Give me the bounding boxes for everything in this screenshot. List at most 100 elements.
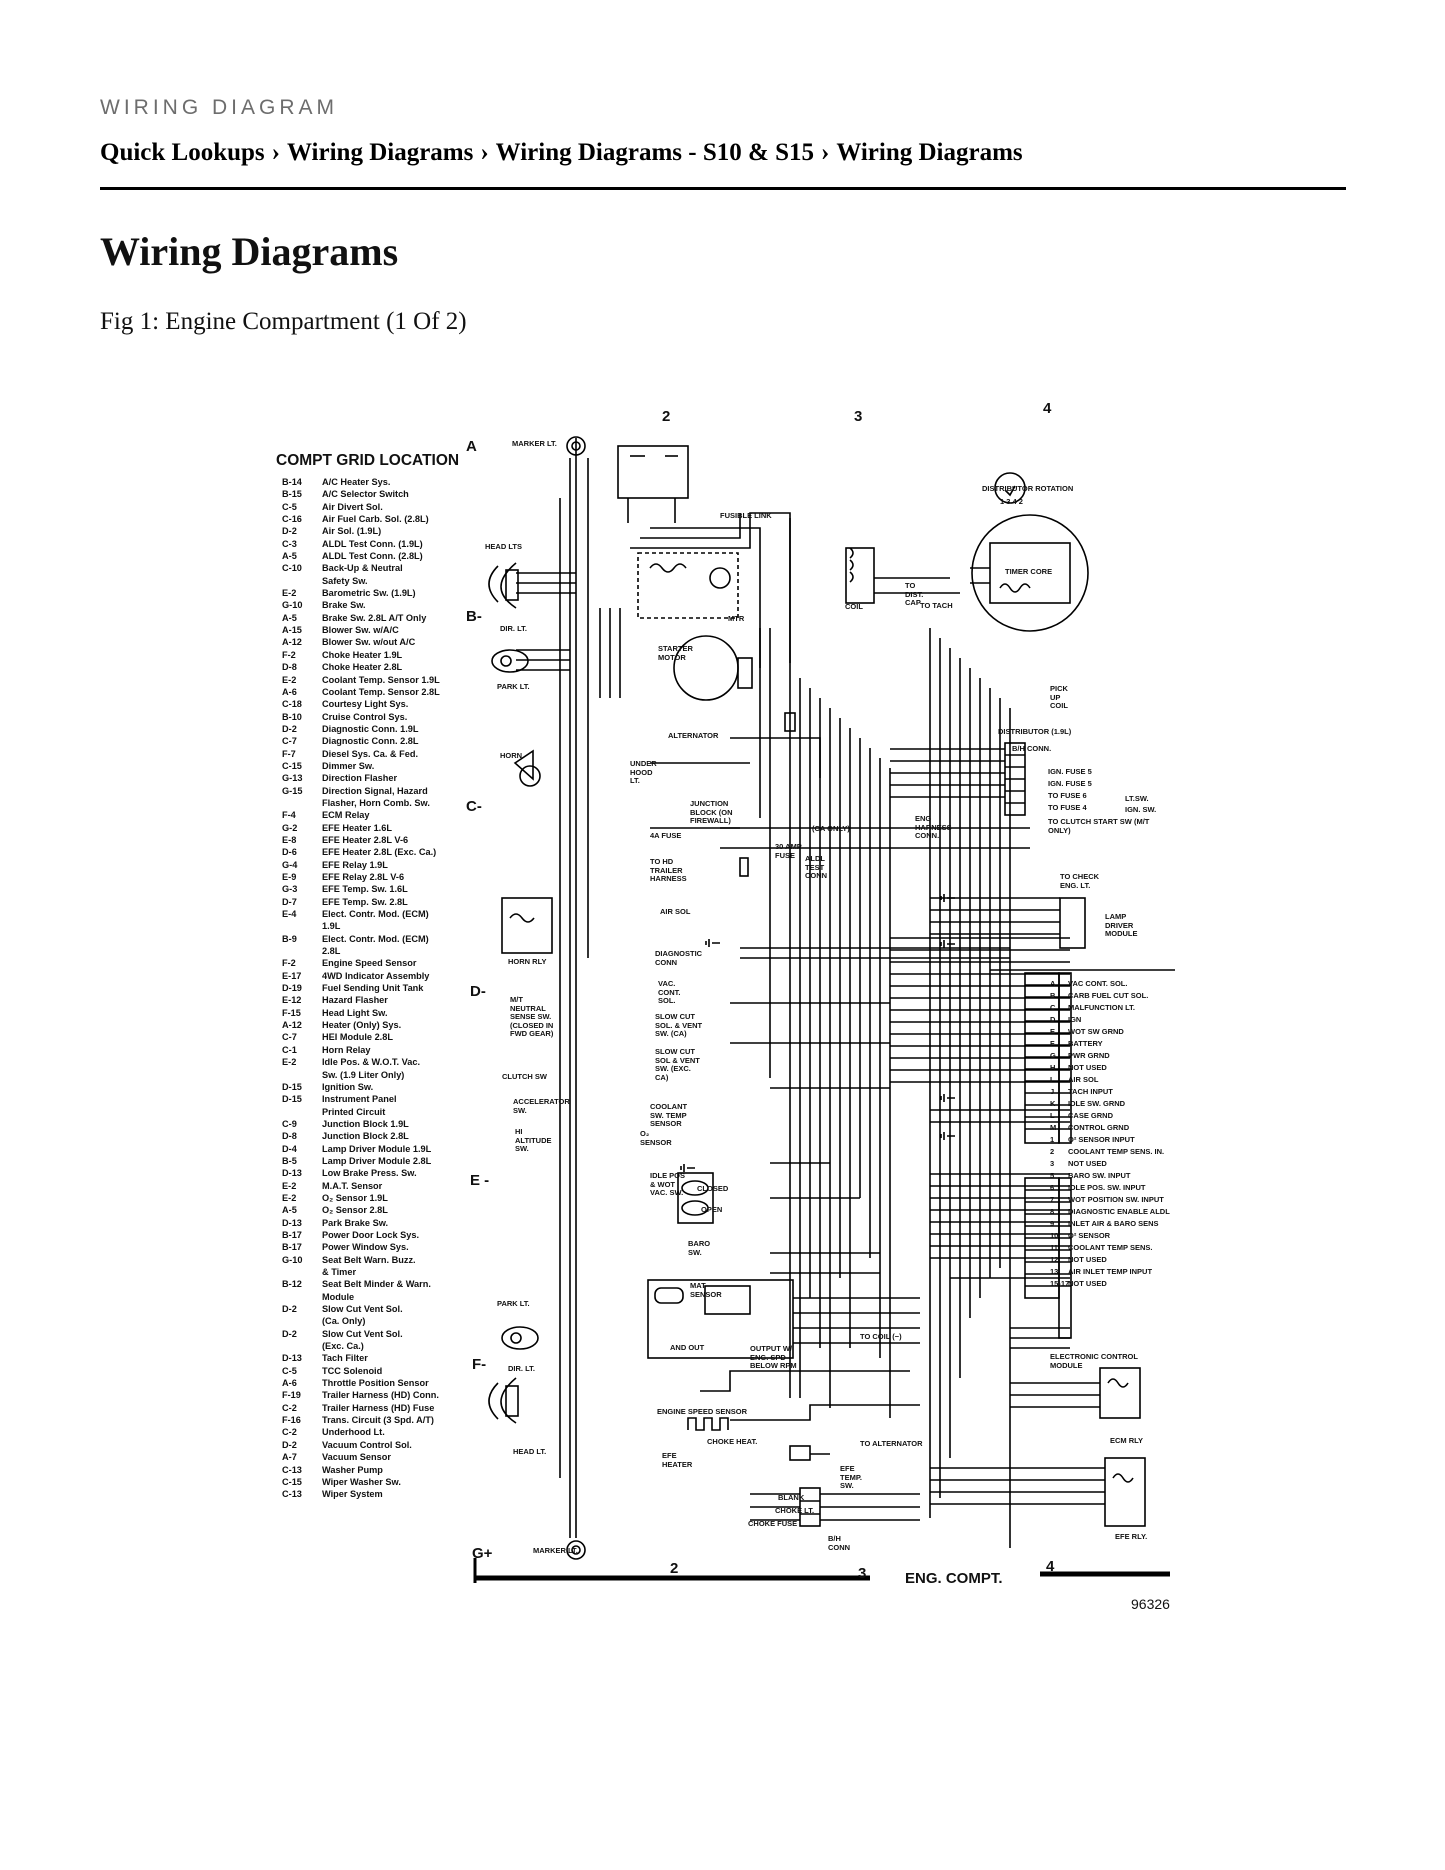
ecm-pin-label: NOT USED bbox=[1068, 1255, 1107, 1264]
label-bh-conn-right: B/H CONN. bbox=[1012, 744, 1052, 753]
grid-location-desc: 1.9L bbox=[322, 921, 341, 932]
bh-conn-bottom bbox=[750, 1487, 920, 1527]
grid-location-code bbox=[282, 945, 322, 957]
label-park-lt-bottom: PARK LT. bbox=[497, 1299, 530, 1308]
grid-location-code: E-9 bbox=[282, 872, 297, 882]
grid-location-desc: Cruise Control Sys. bbox=[322, 711, 408, 722]
label-horn: HORN bbox=[500, 751, 523, 760]
grid-location-code: B-10 bbox=[282, 711, 302, 722]
grid-location-desc: Elect. Contr. Mod. (ECM) bbox=[322, 909, 429, 920]
label-to-alternator: TO ALTERNATOR bbox=[860, 1439, 923, 1448]
grid-location-desc: Instrument Panel bbox=[322, 1094, 397, 1105]
grid-location-desc: Diagnostic Conn. 1.9L bbox=[322, 723, 419, 734]
grid-location-desc: Tach Filter bbox=[322, 1353, 368, 1364]
grid-location-code bbox=[282, 1340, 322, 1352]
ecm-traces bbox=[720, 827, 1070, 1349]
grid-location-desc: Trailer Harness (HD) Conn. bbox=[322, 1390, 439, 1401]
grid-location-code: F-2 bbox=[282, 649, 296, 660]
grid-location-code bbox=[282, 575, 322, 587]
grid-location-desc: O₂ Sensor 1.9L bbox=[322, 1192, 388, 1203]
breadcrumb-wiring-diagrams[interactable]: Wiring Diagrams bbox=[287, 139, 474, 166]
bh-conn-right bbox=[890, 742, 1026, 816]
grid-location-code: B-15 bbox=[282, 489, 302, 500]
grid-location-code: C-3 bbox=[282, 538, 297, 549]
grid-location-desc: Power Door Lock Sys. bbox=[322, 1229, 420, 1240]
ecm-pin-id: K bbox=[1050, 1099, 1056, 1108]
grid-location-desc: ECM Relay bbox=[322, 810, 370, 821]
grid-location-code: C-16 bbox=[282, 514, 302, 525]
label-efe-heater: EFE HEATER bbox=[662, 1451, 693, 1469]
grid-location-row: Flasher, Horn Comb. Sw. bbox=[282, 797, 472, 809]
grid-location-code: A-5 bbox=[282, 551, 297, 562]
grid-location-code: E-2 bbox=[282, 1180, 297, 1191]
grid-location-desc: (Ca. Only) bbox=[322, 1316, 366, 1327]
grid-location-code: A-7 bbox=[282, 1452, 297, 1463]
grid-location-desc: TCC Solenoid bbox=[322, 1365, 383, 1376]
left-harness bbox=[516, 438, 621, 1538]
ecm-pin-id: 11 bbox=[1050, 1243, 1058, 1252]
ecm-pin-id: D bbox=[1050, 1015, 1056, 1024]
grid-location-code: C-18 bbox=[282, 699, 302, 710]
grid-location-code: E-2 bbox=[282, 1057, 297, 1068]
label-mtr: MTR bbox=[728, 614, 745, 623]
grid-location-desc: EFE Heater 2.8L V-6 bbox=[322, 834, 409, 845]
breadcrumb-quick-lookups[interactable]: Quick Lookups bbox=[100, 139, 265, 166]
grid-location-code: G-2 bbox=[282, 822, 298, 833]
ecm-pin-id: 2 bbox=[1050, 1147, 1055, 1156]
grid-location-code: C-7 bbox=[282, 1032, 297, 1043]
ecm-pin-label: O² SENSOR INPUT bbox=[1068, 1135, 1135, 1144]
label-to-fuse-6: TO FUSE 6 bbox=[1048, 791, 1087, 800]
label-dir-lt-top: DIR. LT. bbox=[500, 624, 527, 633]
label-junction-block: JUNCTION BLOCK (ON FIREWALL) bbox=[690, 799, 733, 825]
ecm-pin-id: L bbox=[1050, 1111, 1055, 1120]
grid-location-code: F-7 bbox=[282, 748, 296, 759]
grid-location-desc: Choke Heater 2.8L bbox=[322, 662, 403, 673]
grid-location-row: Sw. (1.9 Liter Only) bbox=[282, 1069, 472, 1081]
label-distributor-rotation: DISTRIBUTOR ROTATION bbox=[982, 484, 1074, 493]
grid-location-desc: EFE Relay 2.8L V-6 bbox=[322, 872, 405, 882]
grid-location-desc: Throttle Position Sensor bbox=[322, 1378, 429, 1389]
figure-caption: Fig 1: Engine Compartment (1 Of 2) bbox=[100, 308, 467, 335]
ecm-pin-id: 1 bbox=[1050, 1135, 1055, 1144]
grid-location-desc: Air Sol. (1.9L) bbox=[322, 526, 382, 537]
ecm-pin-id: J bbox=[1050, 1087, 1055, 1096]
grid-row-a: A bbox=[466, 438, 477, 455]
breadcrumb-separator: › bbox=[480, 139, 489, 166]
grid-location-desc: Vacuum Sensor bbox=[322, 1452, 391, 1463]
grid-location-desc: Engine Speed Sensor bbox=[322, 958, 417, 969]
ecm-pin-label: WOT SW GRND bbox=[1068, 1027, 1124, 1036]
grid-location-desc: Slow Cut Vent Sol. bbox=[322, 1304, 403, 1315]
grid-location-desc: 2.8L bbox=[322, 946, 341, 957]
breadcrumb-s10-s15[interactable]: Wiring Diagrams - S10 & S15 bbox=[495, 139, 814, 166]
label-ca-only: (CA ONLY) bbox=[812, 824, 850, 833]
label-dir-lt-bottom: DIR. LT. bbox=[508, 1364, 535, 1373]
grid-location-row: (Exc. Ca.) bbox=[282, 1340, 472, 1352]
label-blank: BLANK bbox=[778, 1493, 805, 1502]
grid-location-code: D-4 bbox=[282, 1143, 297, 1154]
label-open: OPEN bbox=[701, 1205, 723, 1214]
grid-location-desc: Slow Cut Vent Sol. bbox=[322, 1328, 403, 1339]
grid-location-desc: Wiper Washer Sw. bbox=[322, 1476, 401, 1487]
grid-location-desc: Module bbox=[322, 1291, 355, 1302]
grid-location-code: D-7 bbox=[282, 896, 297, 907]
bottom-ruler bbox=[473, 1558, 1170, 1583]
ecm-pin-id: 5 bbox=[1050, 1171, 1055, 1180]
ground-symbols bbox=[680, 894, 955, 1172]
ecm-pin-label: COOLANT TEMP SENS. bbox=[1068, 1243, 1153, 1252]
